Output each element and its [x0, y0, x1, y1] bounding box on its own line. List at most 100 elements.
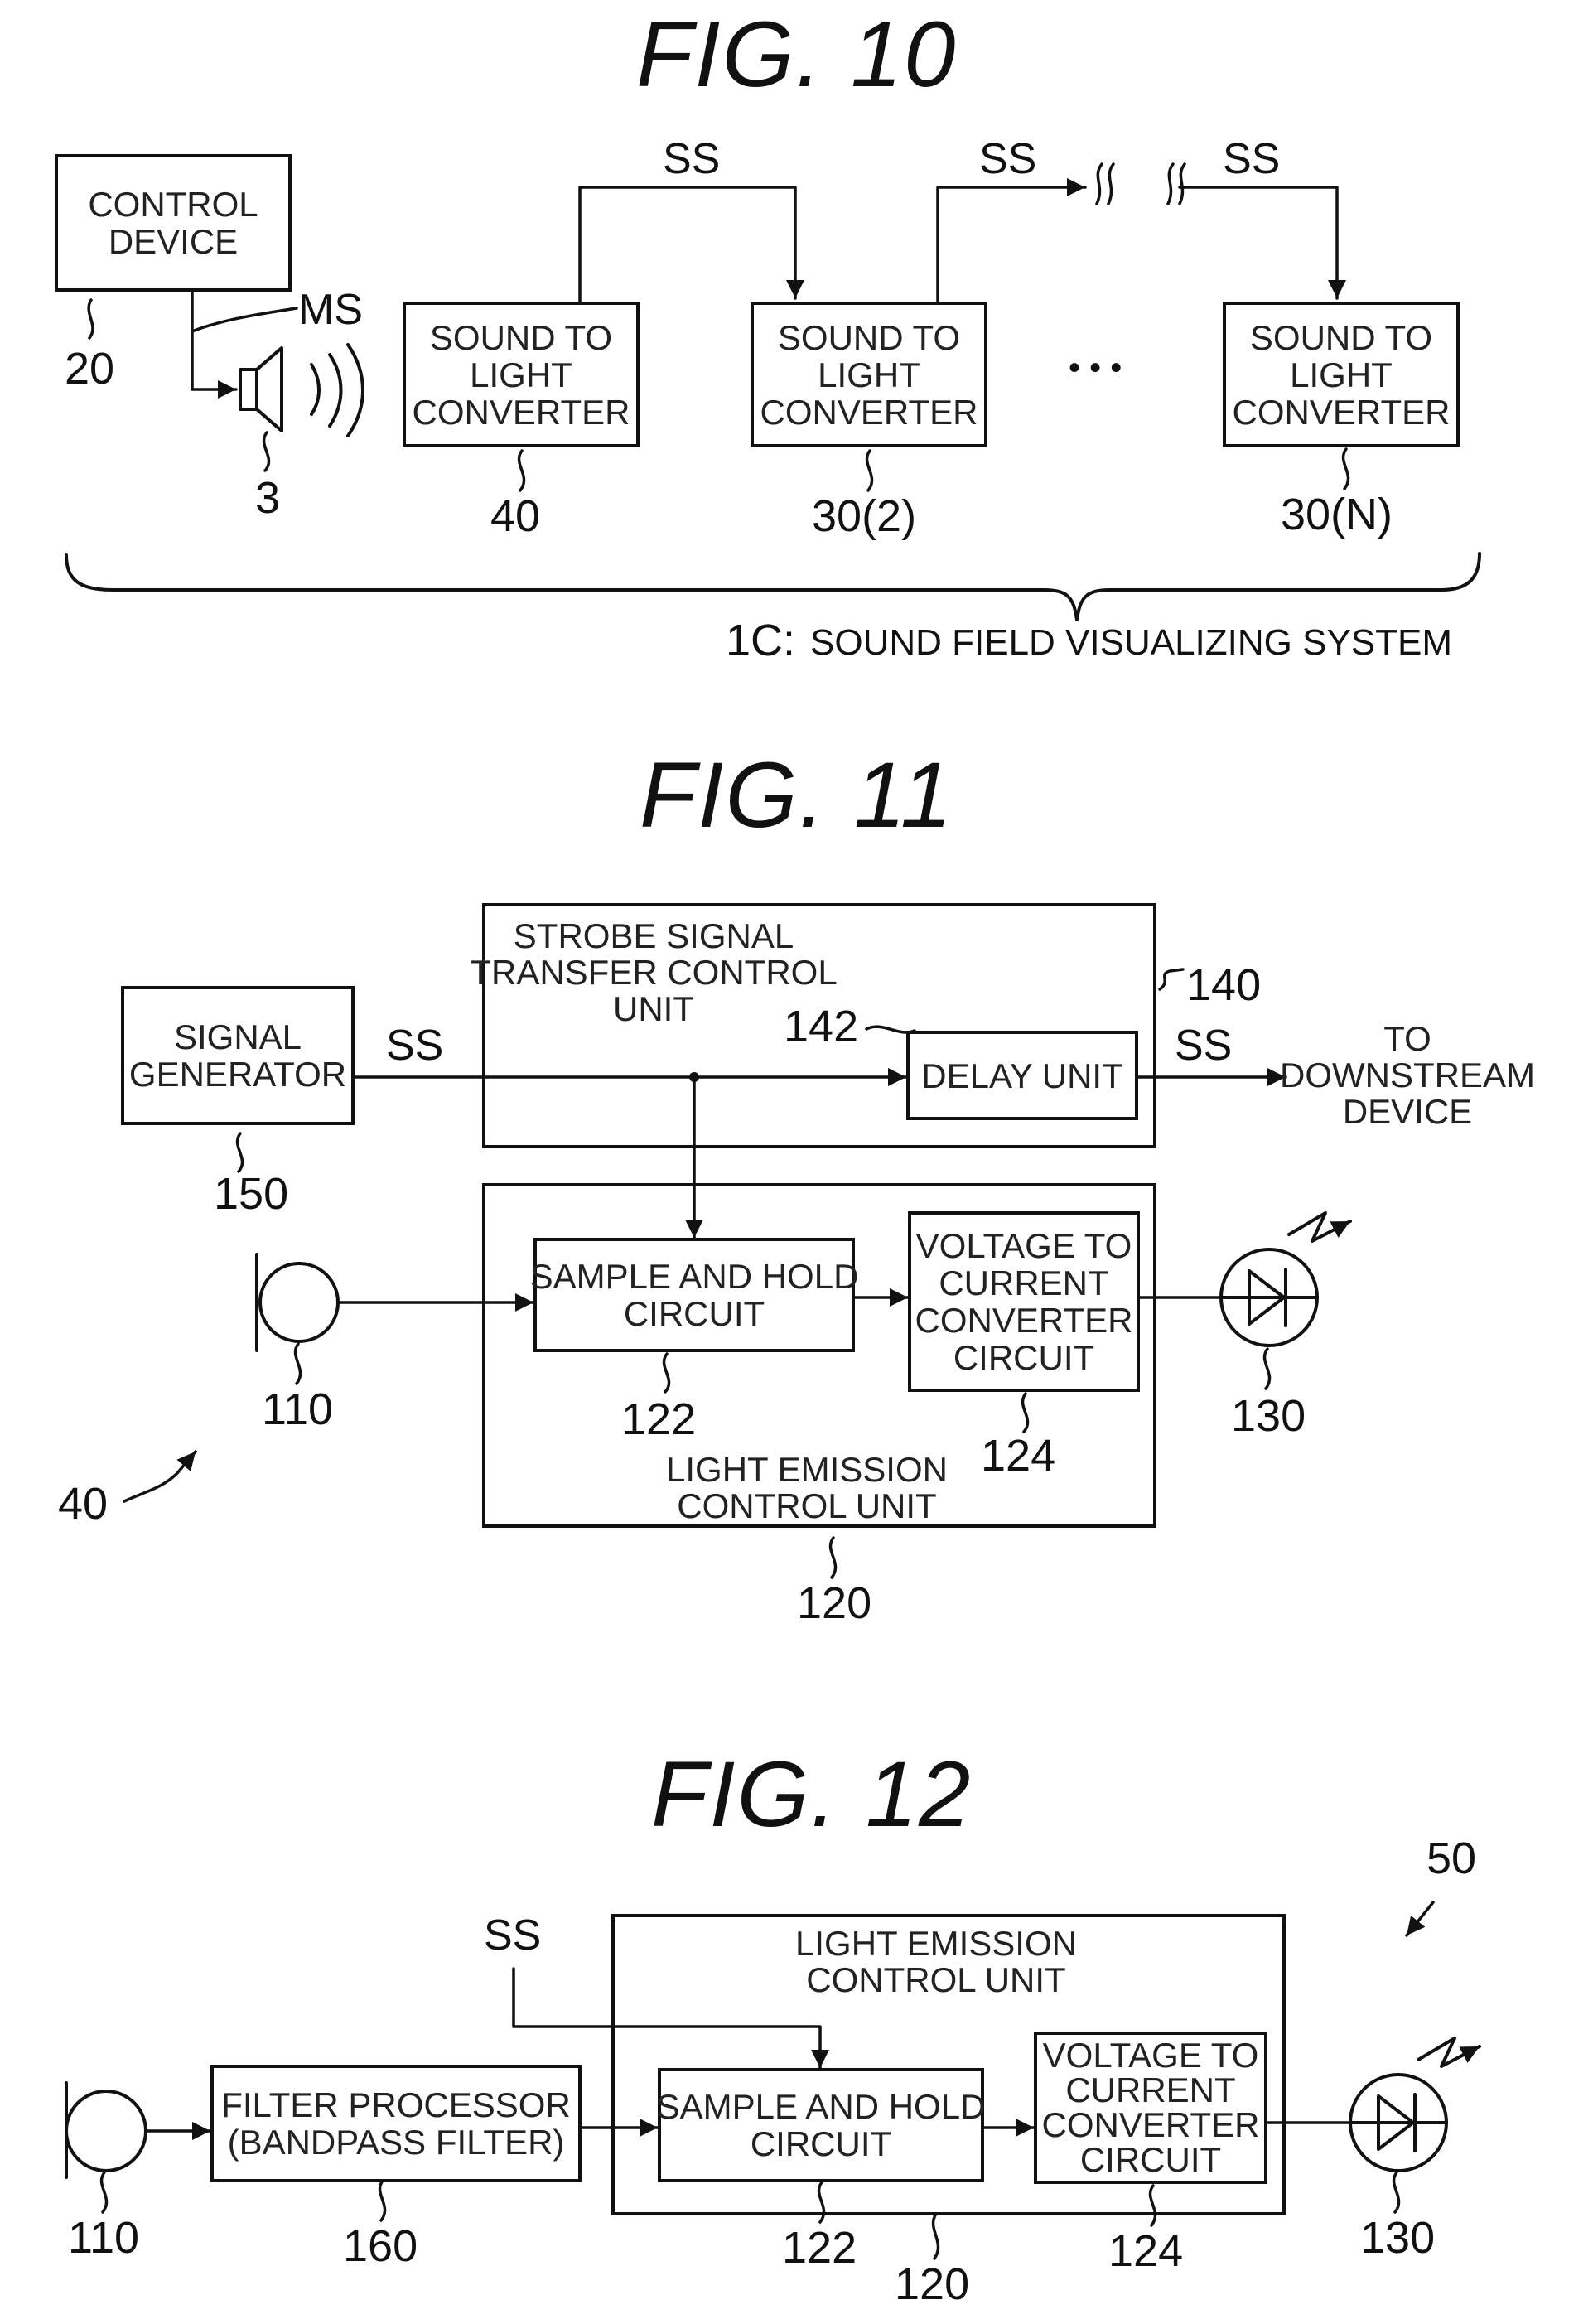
sample-and-hold-circuit-box: SAMPLE AND HOLD CIRCUIT — [658, 2068, 984, 2182]
light-emission-unit-label: LIGHT EMISSION CONTROL UNIT — [774, 1925, 1098, 1998]
figure-10-title: FIG. 10 — [636, 8, 957, 101]
wire-break-mark — [1097, 164, 1113, 204]
ref-140: 140 — [1186, 963, 1261, 1007]
microphone-icon — [66, 2083, 146, 2177]
light-emission-unit-label-line: CONTROL UNIT — [806, 1962, 1065, 1998]
fig10-ss-line-1 — [580, 187, 795, 302]
ref-120: 120 — [895, 2262, 969, 2307]
delay-unit-label: DELAY UNIT — [921, 1057, 1123, 1094]
converter-label-line: SOUND TO — [1250, 319, 1432, 356]
ref-50: 50 — [1426, 1836, 1476, 1881]
strobe-unit-label-line: TRANSFER CONTROL — [470, 954, 837, 991]
ref-150: 150 — [214, 1172, 288, 1216]
ref-122: 122 — [621, 1397, 696, 1442]
fig12-ref-160-leader — [380, 2181, 385, 2220]
light-emission-unit-label-line: LIGHT EMISSION — [666, 1452, 948, 1488]
ref-124: 124 — [981, 1433, 1055, 1478]
converter-label-line: CONVERTER — [760, 394, 978, 431]
control-device-label-line: DEVICE — [109, 223, 238, 260]
ms-label: MS — [298, 288, 363, 331]
fig12-ref-110-leader — [102, 2172, 107, 2212]
led-icon — [1221, 1213, 1350, 1346]
signal-generator-box: SIGNAL GENERATOR — [121, 986, 355, 1125]
converter-label-line: SOUND TO — [430, 319, 612, 356]
control-device-box: CONTROL DEVICE — [55, 154, 292, 292]
downstream-device-label: TO DOWNSTREAM DEVICE — [1287, 1021, 1528, 1130]
speaker-icon — [240, 345, 363, 436]
converter-label-line: CONVERTER — [1233, 394, 1451, 431]
ref-110: 110 — [262, 1387, 333, 1432]
sound-to-light-converter-box: SOUND TO LIGHT CONVERTER — [751, 302, 987, 447]
fig11-ref-150-leader — [238, 1133, 243, 1172]
fig11-ref-110-leader — [296, 1344, 301, 1384]
light-emission-unit-label-line: LIGHT EMISSION — [795, 1925, 1077, 1962]
fig10-ss-line-2 — [938, 187, 1085, 302]
v2c-label-line: CONVERTER — [1042, 2108, 1260, 2143]
fig10-ref-30n-leader — [1344, 449, 1349, 489]
downstream-label-line: DEVICE — [1343, 1094, 1472, 1130]
converter-label-line: SOUND TO — [778, 319, 960, 356]
strobe-unit-label-line: UNIT — [613, 991, 694, 1027]
strobe-unit-label: STROBE SIGNAL TRANSFER CONTROL UNIT — [485, 918, 822, 1027]
filter-label-line: (BANDPASS FILTER) — [228, 2123, 565, 2161]
fig11-ref-140-leader — [1160, 969, 1183, 989]
ref-124: 124 — [1108, 2229, 1183, 2273]
sample-and-hold-circuit-box: SAMPLE AND HOLD CIRCUIT — [533, 1238, 855, 1352]
sample-hold-label-line: CIRCUIT — [751, 2125, 891, 2162]
system-brace — [66, 553, 1480, 620]
microphone-icon — [257, 1254, 338, 1350]
ss-label: SS — [1223, 138, 1280, 181]
ref-3: 3 — [255, 476, 280, 520]
ref-142: 142 — [784, 1004, 858, 1049]
v2c-label-line: VOLTAGE TO — [916, 1227, 1132, 1264]
v2c-label-line: CONVERTER — [915, 1302, 1133, 1339]
ref-30-2: 30(2) — [812, 494, 916, 539]
v2c-label-line: CIRCUIT — [953, 1339, 1094, 1376]
led-icon — [1350, 2038, 1480, 2171]
signal-generator-label-line: SIGNAL — [174, 1018, 302, 1056]
signal-generator-label-line: GENERATOR — [129, 1056, 346, 1093]
system-name: SOUND FIELD VISUALIZING SYSTEM — [810, 625, 1452, 661]
v2c-label-line: CURRENT — [1065, 2073, 1235, 2108]
ss-label: SS — [979, 138, 1036, 181]
v2c-label-line: VOLTAGE TO — [1043, 2038, 1259, 2073]
fig10-ref-40-leader — [519, 451, 524, 490]
fig11-ref-130-leader — [1265, 1349, 1270, 1389]
v2c-label-line: CURRENT — [939, 1264, 1108, 1302]
figure-12-title: FIG. 12 — [651, 1748, 972, 1841]
ref-130: 130 — [1231, 1394, 1306, 1438]
fig12-ref-50-arrow — [1407, 1902, 1433, 1935]
figure-11-title: FIG. 11 — [640, 749, 953, 842]
sample-hold-label-line: SAMPLE AND HOLD — [530, 1258, 859, 1295]
fig11-ref-40-arrow — [124, 1452, 196, 1501]
sample-hold-label-line: SAMPLE AND HOLD — [657, 2088, 986, 2125]
ref-40: 40 — [490, 494, 540, 539]
downstream-label-line: TO — [1383, 1021, 1431, 1057]
ellipsis: • • • — [1069, 351, 1122, 384]
ss-label: SS — [484, 1914, 541, 1957]
ref-20: 20 — [65, 346, 114, 391]
system-ref-1c: 1C: — [726, 618, 795, 663]
ss-label: SS — [386, 1024, 443, 1067]
sample-hold-label-line: CIRCUIT — [624, 1295, 765, 1332]
strobe-unit-label-line: STROBE SIGNAL — [514, 918, 794, 954]
fig10-ref-302-leader — [867, 451, 872, 490]
converter-label-line: LIGHT — [1290, 356, 1393, 394]
ref-110: 110 — [68, 2215, 139, 2260]
ss-label: SS — [1175, 1024, 1232, 1067]
voltage-to-current-converter-circuit-box: VOLTAGE TO CURRENT CONVERTER CIRCUIT — [1034, 2032, 1267, 2184]
fig10-control-to-speaker-line — [192, 292, 236, 389]
fig10-ss-line-3 — [1180, 187, 1337, 298]
filter-processor-box: FILTER PROCESSOR (BANDPASS FILTER) — [210, 2065, 582, 2182]
fig10-ms-leader — [192, 308, 297, 331]
control-device-label-line: CONTROL — [88, 186, 258, 223]
ref-40-device: 40 — [58, 1481, 108, 1526]
converter-label-line: CONVERTER — [413, 394, 630, 431]
fig12-ref-130-leader — [1394, 2172, 1399, 2212]
ref-120: 120 — [797, 1581, 871, 1626]
sound-to-light-converter-box: SOUND TO LIGHT CONVERTER — [403, 302, 640, 447]
fig10-ref-speaker-leader — [264, 432, 269, 471]
fig12-ref-120-leader — [934, 2214, 939, 2259]
delay-unit-box: DELAY UNIT — [906, 1031, 1138, 1120]
